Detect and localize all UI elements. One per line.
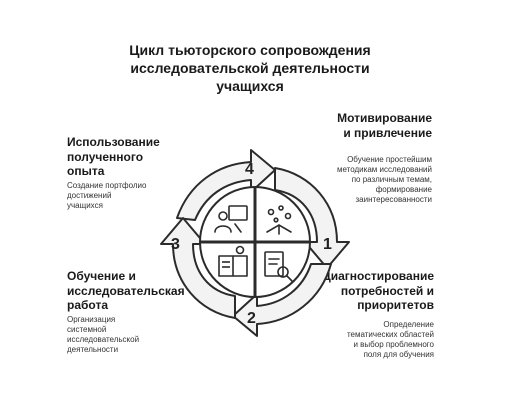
heading-line: опыта [67,164,105,178]
description-line: Обучение простейшим [347,155,432,164]
description-line: формирование [375,185,432,194]
stage-number-1: 1 [323,236,332,253]
cycle-arrow-left [160,217,236,319]
description-line: исследовательской [67,335,140,344]
title-line-1: Цикл тьюторского сопровождения [129,42,371,58]
cycle-arrow-bottom [232,263,332,337]
heading-line: Диагностирование [322,269,434,283]
stage-training-description: Организация системной исследовательской … [67,315,139,355]
stage-diagnostics-heading: Диагностирование потребностей и приорите… [322,269,434,313]
stage-diagnostics-description: Определение тематических областей и выбо… [347,320,434,360]
description-line: тематических областей [346,330,434,339]
science-icon [266,205,292,235]
book-idea-icon [218,245,248,277]
stage-training-heading: Обучение и исследовательская работа [67,269,185,313]
stage-motivation-heading: Мотивирование и привлечение [337,111,432,140]
heading-line: потребностей и [340,283,434,298]
description-line: заинтересованности [355,195,433,204]
description-line: поля для обучения [363,350,434,359]
stage-application-description: Создание портфолио достижений учащихся [67,181,146,211]
description-line: Определение [383,320,434,329]
title-line-2: исследовательской деятельности [130,60,370,76]
student-board-icon [214,205,248,233]
cycle-diagram: 1 2 3 4 [160,149,350,337]
heading-line: и привлечение [343,125,432,140]
heading-line: Обучение и [67,269,136,283]
description-line: учащихся [67,201,103,210]
heading-line: Использование [67,135,160,149]
description-line: Создание портфолио [67,181,147,190]
stage-number-4: 4 [245,161,254,178]
title-line-3: учащихся [216,78,284,94]
heading-line: полученного [67,149,144,164]
stage-number-2: 2 [247,310,256,327]
stage-number-3: 3 [171,236,180,253]
description-line: достижений [67,191,112,200]
stage-motivation-description: Обучение простейшим методикам исследован… [337,155,432,205]
description-line: и выбор проблемного [353,340,434,349]
heading-line: исследовательская [67,283,185,298]
description-line: методикам исследований [336,165,432,174]
heading-line: Мотивирование [337,111,432,125]
checklist-search-icon [264,251,293,282]
description-line: по различным темам, [351,175,432,184]
stage-application-heading: Использование полученного опыта [67,135,160,179]
description-line: системной [67,325,107,334]
description-line: деятельности [67,345,119,354]
cycle-arrow-right [274,167,350,269]
description-line: Организация [67,315,116,324]
cycle-arrow-top [176,149,276,221]
diagram-title: Цикл тьюторского сопровождения исследова… [100,41,400,95]
heading-line: работа [67,298,108,312]
heading-line: приоритетов [357,298,434,312]
